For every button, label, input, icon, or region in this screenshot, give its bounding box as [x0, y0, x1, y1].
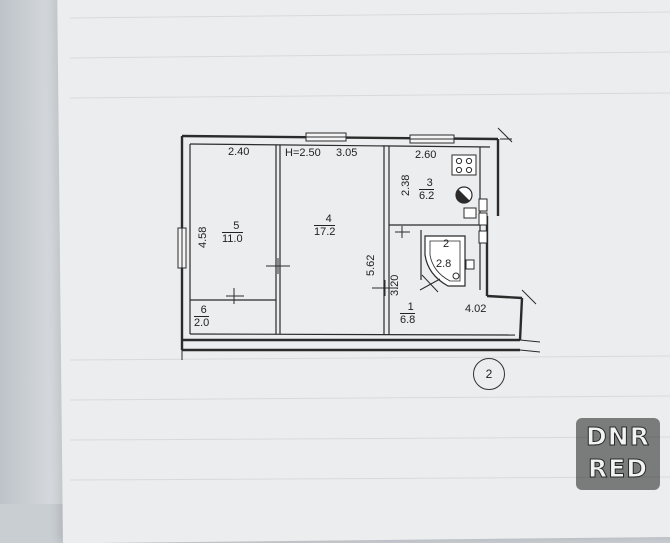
- dimension-label: 2.60: [415, 149, 437, 161]
- room-area: 2.8: [436, 258, 452, 270]
- windows: [177, 132, 455, 269]
- dimension-label: 5.62: [365, 254, 377, 276]
- paper-grid: [69, 11, 670, 481]
- watermark-line-1: DNR: [586, 422, 650, 452]
- dimension-label: 4.58: [197, 226, 209, 248]
- height-label: H=2.50: [285, 147, 321, 159]
- dimension-label: 2.38: [400, 174, 412, 196]
- dimension-label: 4.02: [465, 303, 487, 315]
- room-label: 6 2.0: [194, 304, 210, 329]
- dimension-label: 3.20: [389, 274, 401, 296]
- floor-plan-drawing: [69, 11, 670, 481]
- room-label: 4 17.2: [314, 213, 336, 238]
- dimension-label: 2.40: [228, 146, 250, 158]
- stove-icon: [451, 154, 477, 176]
- inner-walls: [189, 143, 516, 336]
- room-label: 5 11.0: [222, 220, 243, 245]
- sheet-number-text: 2: [485, 367, 493, 381]
- room-label: 3 6.2: [419, 177, 435, 202]
- bathtub-icon: [424, 235, 466, 287]
- sink-icon: [463, 198, 488, 270]
- dimension-label: 3.05: [336, 147, 358, 159]
- doors: [226, 226, 441, 304]
- watermark-line-2: RED: [587, 454, 649, 484]
- room-number: 2: [443, 238, 450, 250]
- room-label: 1 6.8: [400, 301, 416, 326]
- sheet-number: 2: [473, 358, 505, 390]
- section-marks: [181, 127, 541, 360]
- watermark-logo: DNR RED: [576, 418, 660, 490]
- boiler-icon: [455, 186, 473, 204]
